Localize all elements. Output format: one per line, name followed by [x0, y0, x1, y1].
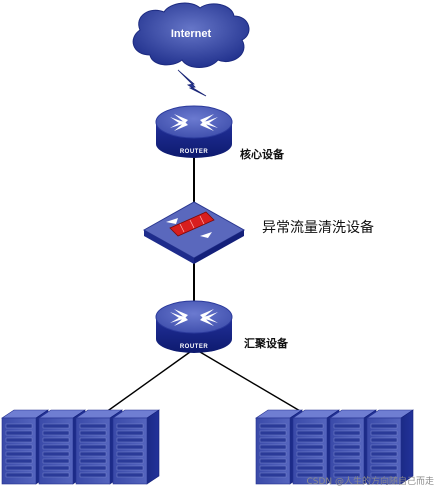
watermark: CSDN @人生的方向随自己而走 [306, 475, 434, 487]
server-group-right [255, 409, 414, 485]
link-aggregation-to-left-servers [94, 351, 191, 421]
cloud-icon [132, 2, 250, 68]
aggregation-device-label: 汇聚设备 [244, 336, 289, 350]
device-left-side [144, 230, 194, 264]
router-badge: ROUTER [180, 149, 209, 155]
connections [94, 158, 313, 421]
core-router: ROUTER [155, 105, 233, 158]
router-badge: ROUTER [180, 344, 209, 350]
router-arrows-icon [170, 114, 218, 131]
link-aggregation-to-right-servers [199, 351, 313, 419]
server-icon [366, 409, 414, 485]
aggregation-router: ROUTER [155, 300, 233, 353]
device-top [142, 201, 246, 259]
server-icon [112, 409, 160, 485]
router-top [155, 300, 233, 334]
device-right-side [194, 230, 244, 264]
router-top [155, 105, 233, 139]
internet-label: Internet [171, 28, 212, 40]
router-arrows-icon [170, 309, 218, 326]
cleaning-device-label: 异常流量清洗设备 [262, 219, 374, 236]
firewall-icon [166, 211, 215, 238]
server-group-left [1, 409, 160, 485]
core-device-label: 核心设备 [240, 147, 285, 161]
traffic-cleaning-device [142, 201, 246, 264]
lightning-icon [177, 69, 207, 97]
internet-cloud: Internet [132, 2, 250, 97]
